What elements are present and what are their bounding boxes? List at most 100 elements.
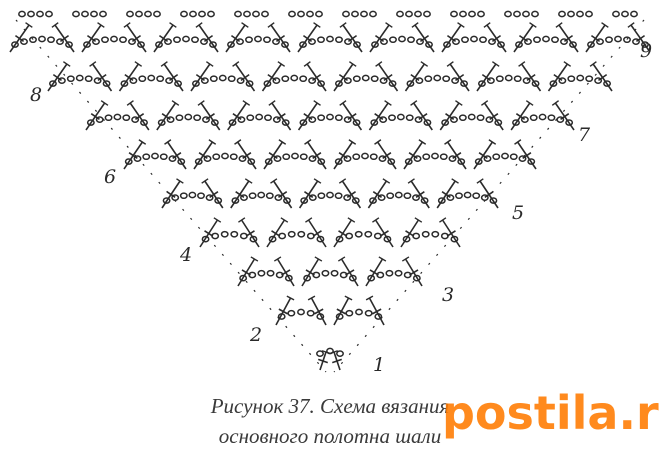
chain-stitch-symbol [47,36,55,44]
double-crochet-symbol [161,178,184,209]
double-crochet-symbol [225,22,249,53]
chain-stitch-symbol [470,35,478,43]
chain-stitch-symbol [343,116,352,123]
chain-stitch-symbol [202,116,210,123]
double-crochet-symbol [547,61,572,92]
chain-stitch-symbol [385,269,394,277]
double-crochet-symbol [339,22,363,53]
chain-stitch-symbol [355,308,363,316]
chain-stitch-symbol [463,191,472,199]
double-crochet-symbol [273,256,295,287]
chain-stitch-symbol [614,35,622,43]
chain-stitch-symbol [92,38,100,45]
chain-stitch-symbol [45,10,53,18]
chain-stitch-symbol [144,10,152,18]
chain-stitch-symbol [403,192,412,200]
chain-stitch-symbol [268,235,277,243]
chain-stitch-symbol [448,155,457,162]
chain-stitch-symbol [345,309,354,317]
chain-stitch-symbol [207,10,215,18]
double-crochet-symbol [190,61,214,92]
chain-stitch-symbol [522,77,531,84]
chain-stitch-symbol [281,41,289,48]
chain-stitch-symbol [243,10,251,18]
chain-stitch-symbol [461,36,469,44]
chain-stitch-symbol [300,197,309,204]
chain-stitch-symbol [351,197,360,204]
double-crochet-symbol [51,22,75,53]
figure-subtitle: основного полотна шали [218,424,442,448]
chain-stitch-symbol [101,36,109,44]
chain-stitch-symbol [297,10,305,18]
chain-stitch-symbol [308,155,317,162]
chain-stitch-symbol [263,36,271,44]
double-crochet-symbol [446,61,470,92]
chain-stitch-symbol [352,153,361,161]
chain-stitch-symbol [354,230,363,238]
chain-stitch-symbol [245,36,253,44]
chain-stitch-symbol [184,113,193,121]
chain-stitch-symbol [264,158,273,165]
chain-stitch-symbol [442,75,451,83]
chain-stitch-symbol [272,116,281,123]
chain-stitch-symbol [257,191,266,199]
chain-stitch-symbol [166,116,175,123]
chain-stitch-symbol [239,274,248,282]
chain-stitch-symbol [407,36,415,44]
chain-stitch-symbol [405,114,414,122]
chain-stitch-symbol [369,153,378,161]
chain-stitch-symbol [131,116,140,123]
chart-row-6 [123,139,537,170]
chain-stitch-symbol [210,119,219,126]
chain-stitch-symbol [128,38,136,45]
chain-stitch-symbol [477,10,485,18]
double-crochet-symbol [89,61,113,92]
double-crochet-symbol [318,350,331,371]
chain-stitch-symbol [415,77,424,84]
chain-stitch-symbol [147,74,156,82]
chain-stitch-symbol [308,116,317,123]
chain-stitch-symbol [343,77,352,84]
double-crochet-symbol [47,61,71,92]
chain-stitch-symbol [194,158,203,165]
double-crochet-symbol [267,22,291,53]
row-number-9: 9 [640,40,653,62]
chain-stitch-symbol [113,113,122,121]
chain-stitch-symbol [177,158,186,165]
chain-stitch-symbol [83,41,91,48]
chain-stitch-symbol [494,119,503,126]
chain-stitch-symbol [455,192,463,200]
chain-stitch-symbol [542,35,550,43]
chain-stitch-symbol [162,197,171,204]
chain-stitch-symbol [261,10,269,18]
chain-stitch-symbol [343,155,352,162]
chain-stitch-symbol [558,10,566,18]
chain-stitch-symbol [326,347,334,355]
chain-stitch-symbol [290,74,299,82]
double-crochet-symbol [303,61,327,92]
chain-stitch-symbol [133,155,142,162]
chain-stitch-symbol [38,35,46,43]
chain-stitch-symbol [509,153,518,161]
chain-stitch-symbol [353,41,361,48]
chain-stitch-symbol [159,153,168,161]
chain-stitch-symbol [273,155,282,162]
chain-stitch-symbol [36,10,44,18]
double-crochet-symbol [375,61,399,92]
double-crochet-symbol [444,139,467,170]
double-crochet-symbol [411,22,435,53]
double-crochet-symbol [156,100,180,131]
chain-stitch-symbol [524,38,532,45]
chain-stitch-symbol [99,10,107,18]
chain-stitch-symbol [168,155,177,162]
chain-stitch-symbol [387,158,396,165]
chain-stitch-symbol [90,10,98,18]
chain-stitch-symbol [361,152,369,160]
chain-stitch-symbol [246,114,255,122]
row-number-1: 1 [373,354,386,376]
chain-stitch-symbol [193,114,202,122]
chain-stitch-symbol [474,158,483,165]
chain-stitch-symbol [308,77,317,84]
chain-stitch-symbol [218,74,227,82]
chain-stitch-symbol [306,309,315,317]
